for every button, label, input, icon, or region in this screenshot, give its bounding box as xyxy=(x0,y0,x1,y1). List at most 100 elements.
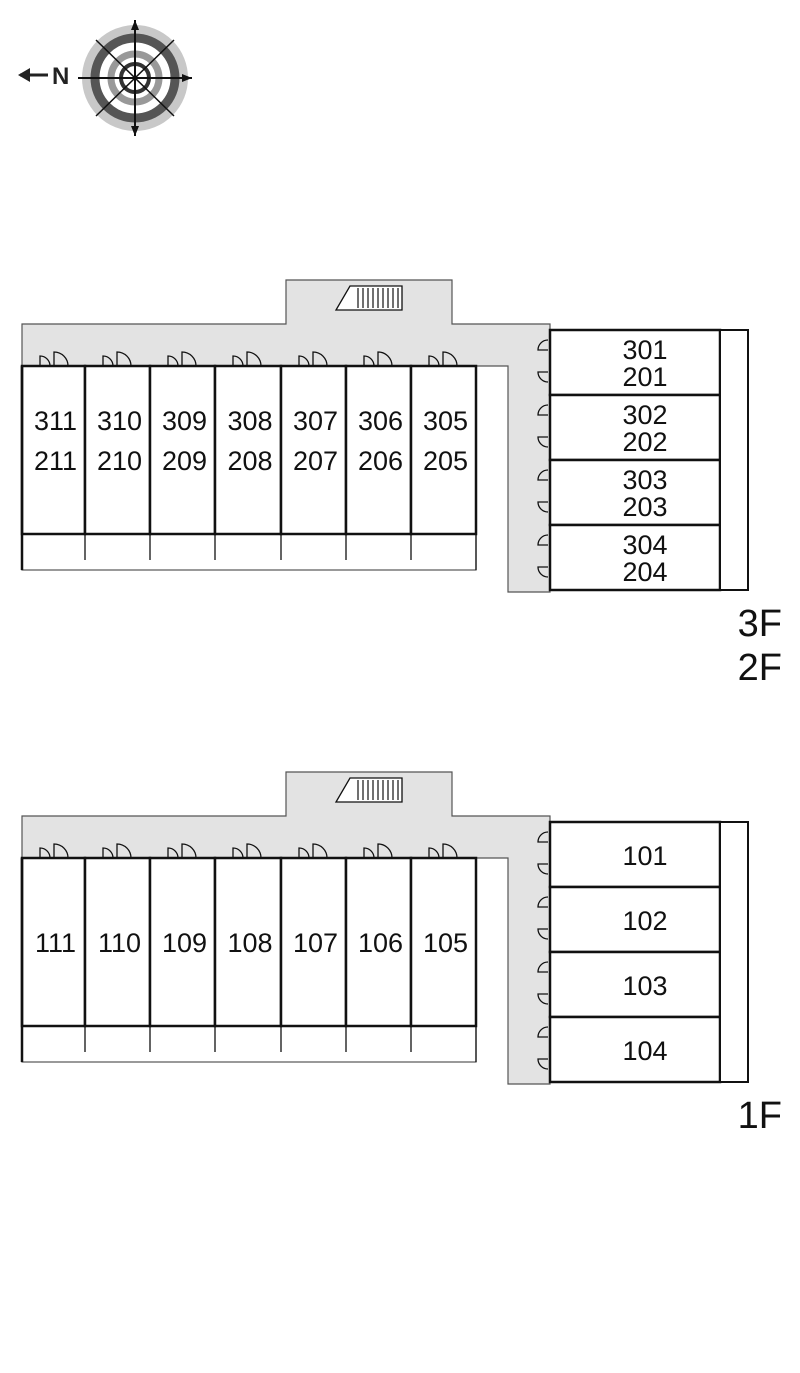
door-swing xyxy=(167,847,179,859)
door-swing xyxy=(537,469,549,481)
unit-outline xyxy=(83,364,152,536)
door-swing xyxy=(537,339,549,351)
wing-balcony xyxy=(719,821,749,1083)
unit-number: 201 xyxy=(622,362,667,392)
unit-number: 304 xyxy=(622,530,667,560)
unit-number: 202 xyxy=(622,427,667,457)
door-swing xyxy=(442,351,458,367)
unit-outline xyxy=(213,364,283,536)
compass: N xyxy=(18,20,192,136)
door-swing xyxy=(116,843,132,859)
door-swing xyxy=(537,566,549,578)
door-icon xyxy=(102,351,132,367)
compass-rose-icon xyxy=(78,20,192,136)
stair-outline xyxy=(334,777,403,803)
floor-label: 2F xyxy=(738,647,782,689)
unit-number: 204 xyxy=(622,557,667,587)
door-swing xyxy=(363,847,375,859)
unit-number: 310 xyxy=(97,406,142,436)
unit-number: 208 xyxy=(227,446,272,476)
door-swing xyxy=(102,847,114,859)
unit-number: 308 xyxy=(227,406,272,436)
door-icon xyxy=(363,351,393,367)
door-swing xyxy=(116,351,132,367)
floor-label: 1F xyxy=(738,1095,782,1137)
unit-number: 302 xyxy=(622,400,667,430)
door-swing xyxy=(537,371,549,383)
door-icon xyxy=(537,961,549,1005)
door-swing xyxy=(53,351,69,367)
unit-outline xyxy=(548,523,722,592)
unit-number: 206 xyxy=(358,446,403,476)
door-swing xyxy=(53,843,69,859)
door-icon xyxy=(537,339,549,383)
door-swing xyxy=(537,831,549,843)
door-swing xyxy=(537,501,549,513)
door-swing xyxy=(363,355,375,367)
door-swing xyxy=(537,436,549,448)
unit-number: 106 xyxy=(358,928,403,958)
unit-number: 303 xyxy=(622,465,667,495)
upper-floors-plan: 3112113102103092093082083072073062063052… xyxy=(20,279,782,689)
unit-number: 107 xyxy=(293,928,338,958)
door-icon xyxy=(537,469,549,513)
door-icon xyxy=(537,831,549,875)
door-swing xyxy=(102,355,114,367)
staircase-icon xyxy=(334,777,403,803)
unit-number: 311 xyxy=(34,406,77,436)
door-swing xyxy=(312,843,328,859)
compass-north-label: N xyxy=(52,63,69,90)
north-arrow-icon xyxy=(18,68,48,82)
unit-outline xyxy=(279,856,348,1028)
door-swing xyxy=(298,847,310,859)
door-swing xyxy=(246,843,262,859)
unit-number: 111 xyxy=(35,928,76,958)
unit-number: 108 xyxy=(227,928,272,958)
unit-outline xyxy=(548,950,722,1019)
door-icon xyxy=(39,843,69,859)
balcony-strip xyxy=(21,1025,477,1063)
door-icon xyxy=(39,351,69,367)
unit-number: 105 xyxy=(423,928,468,958)
door-swing xyxy=(537,928,549,940)
door-icon xyxy=(232,843,262,859)
balcony-strip xyxy=(21,533,477,571)
floor-label: 3F xyxy=(738,603,782,645)
door-icon xyxy=(537,1026,549,1070)
door-swing xyxy=(442,843,458,859)
unit-outline xyxy=(148,364,217,536)
door-swing xyxy=(537,896,549,908)
unit-number: 209 xyxy=(162,446,207,476)
unit-outline xyxy=(20,364,87,536)
unit-number: 305 xyxy=(423,406,468,436)
door-swing xyxy=(537,993,549,1005)
door-swing xyxy=(537,534,549,546)
unit-number: 104 xyxy=(622,1036,667,1066)
door-icon xyxy=(167,351,197,367)
unit-number: 210 xyxy=(97,446,142,476)
door-swing xyxy=(537,863,549,875)
unit-number: 207 xyxy=(293,446,338,476)
door-icon xyxy=(428,351,458,367)
door-swing xyxy=(537,1058,549,1070)
unit-number: 102 xyxy=(622,906,667,936)
door-icon xyxy=(363,843,393,859)
unit-number: 306 xyxy=(358,406,403,436)
door-icon xyxy=(232,351,262,367)
door-swing xyxy=(537,961,549,973)
door-swing xyxy=(232,355,244,367)
unit-number: 309 xyxy=(162,406,207,436)
door-swing xyxy=(167,355,179,367)
door-icon xyxy=(167,843,197,859)
unit-outline xyxy=(344,856,413,1028)
door-swing xyxy=(377,843,393,859)
door-swing xyxy=(181,843,197,859)
unit-number: 110 xyxy=(98,928,141,958)
door-icon xyxy=(537,896,549,940)
wing-balcony xyxy=(719,329,749,591)
door-swing xyxy=(246,351,262,367)
door-icon xyxy=(537,534,549,578)
door-icon xyxy=(428,843,458,859)
